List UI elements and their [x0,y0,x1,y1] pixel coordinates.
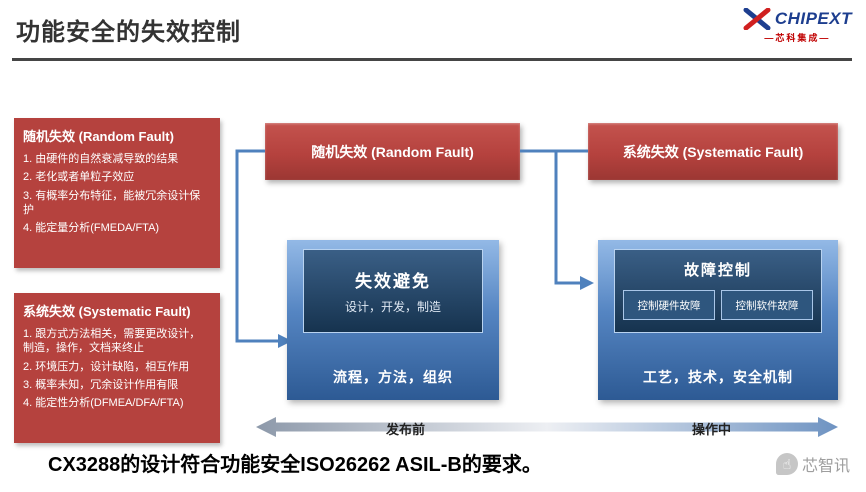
panel-list-item: 4. 能定性分析(DFMEA/DFA/FTA) [23,397,184,410]
watermark: ☝ 芯智讯 [775,452,850,476]
chipext-x-icon [743,8,771,30]
failure-avoidance-box: 失效避免 设计，开发，制造 流程，方法，组织 [287,240,499,400]
title-underline [12,58,852,61]
page-title: 功能安全的失效控制 [16,19,241,46]
panel-list-item: 2. 环境压力，设计缺陷，相互作用 [23,360,190,373]
random-fault-panel-title: 随机失效 (Random Fault) [23,129,174,144]
random-fault-panel: 随机失效 (Random Fault) 1. 由硬件的自然衰减导致的结果 2. 老… [14,118,220,268]
fault-control-title: 故障控制 [683,262,752,279]
random-fault-bar: 随机失效 (Random Fault) [265,123,520,180]
panel-list-item: 3. 有概率分布特征，能被冗余设计保护 [23,189,201,216]
fault-control-inner: 故障控制 控制硬件故障 控制软件故障 [614,249,822,333]
watermark-text: 芯智讯 [801,458,850,475]
systematic-fault-panel-title: 系统失效 (Systematic Fault) [23,304,191,319]
logo-brand-text: CHIPEXT [774,9,852,28]
fault-control-subrow: 控制硬件故障 控制软件故障 [623,290,813,320]
panel-list-item: 1. 由硬件的自然衰减导致的结果 [23,153,179,165]
timeline-arrow: 发布前 操作中 [256,415,838,439]
logo-subtitle: —芯科集成— [764,33,831,43]
random-fault-list: 1. 由硬件的自然衰减导致的结果 2. 老化或者单粒子效应 3. 有概率分布特征，能… [23,152,211,235]
systematic-fault-bar: 系统失效 (Systematic Fault) [588,123,838,180]
timeline-label-in-operation: 操作中 [692,422,732,437]
panel-list-item: 1. 跟方式方法相关，需要更改设计，制造，操作，文档来终止 [23,328,201,355]
fault-control-footer: 工艺，技术，安全机制 [643,369,793,385]
systematic-fault-panel: 系统失效 (Systematic Fault) 1. 跟方式方法相关，需要更改设… [14,293,220,443]
failure-avoidance-title: 失效避免 [355,272,431,291]
timeline-arrow-shape [256,417,838,437]
systematic-fault-list: 1. 跟方式方法相关，需要更改设计，制造，操作，文档来终止 2. 环境压力，设计缺… [23,327,211,410]
failure-avoidance-inner: 失效避免 设计，开发，制造 [303,249,483,333]
panel-list-item: 3. 概率未知，冗余设计作用有限 [23,378,179,391]
hand-pointer-icon: ☝ [775,453,798,475]
failure-avoidance-subtitle: 设计，开发，制造 [344,300,441,314]
logo-row: CHIPEXT [743,8,852,30]
panel-list-item: 2. 老化或者单粒子效应 [23,171,135,184]
chipext-logo: CHIPEXT —芯科集成— [743,8,852,44]
fault-control-box: 故障控制 控制硬件故障 控制软件故障 工艺，技术，安全机制 [598,240,838,400]
conclusion-statement: CX3288的设计符合功能安全ISO26262 ASIL-B的要求。 [48,454,542,476]
failure-avoidance-footer: 流程，方法，组织 [333,369,453,385]
timeline-label-before-release: 发布前 [386,422,426,437]
panel-list-item: 4. 能定量分析(FMEDA/FTA) [23,222,160,235]
control-hardware-box: 控制硬件故障 [623,290,715,320]
control-software-box: 控制软件故障 [721,290,813,320]
